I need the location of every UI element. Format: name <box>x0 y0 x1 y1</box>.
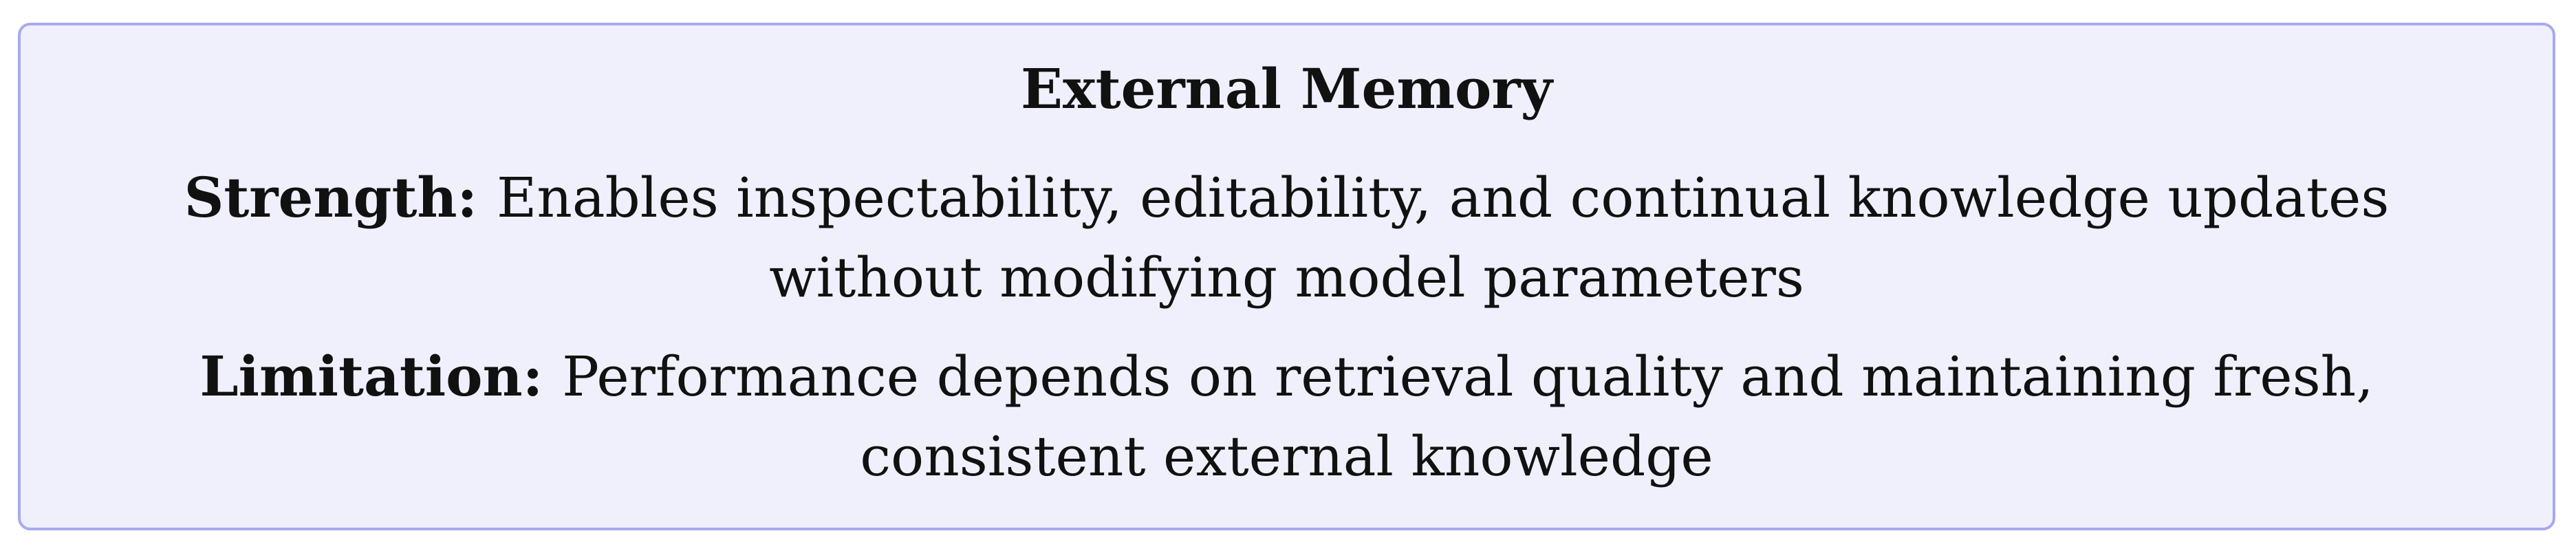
strength-paragraph: Strength: Enables inspectability, editab… <box>158 158 2415 318</box>
limitation-label: Limitation: <box>199 344 563 409</box>
external-memory-card: External Memory Strength: Enables inspec… <box>18 23 2555 530</box>
limitation-text: Performance depends on retrieval quality… <box>562 345 2374 488</box>
limitation-paragraph: Limitation: Performance depends on retri… <box>158 336 2415 497</box>
card-title: External Memory <box>1020 56 1552 121</box>
strength-label: Strength: <box>184 165 497 230</box>
strength-text: Enables inspectability, editability, and… <box>496 166 2390 310</box>
